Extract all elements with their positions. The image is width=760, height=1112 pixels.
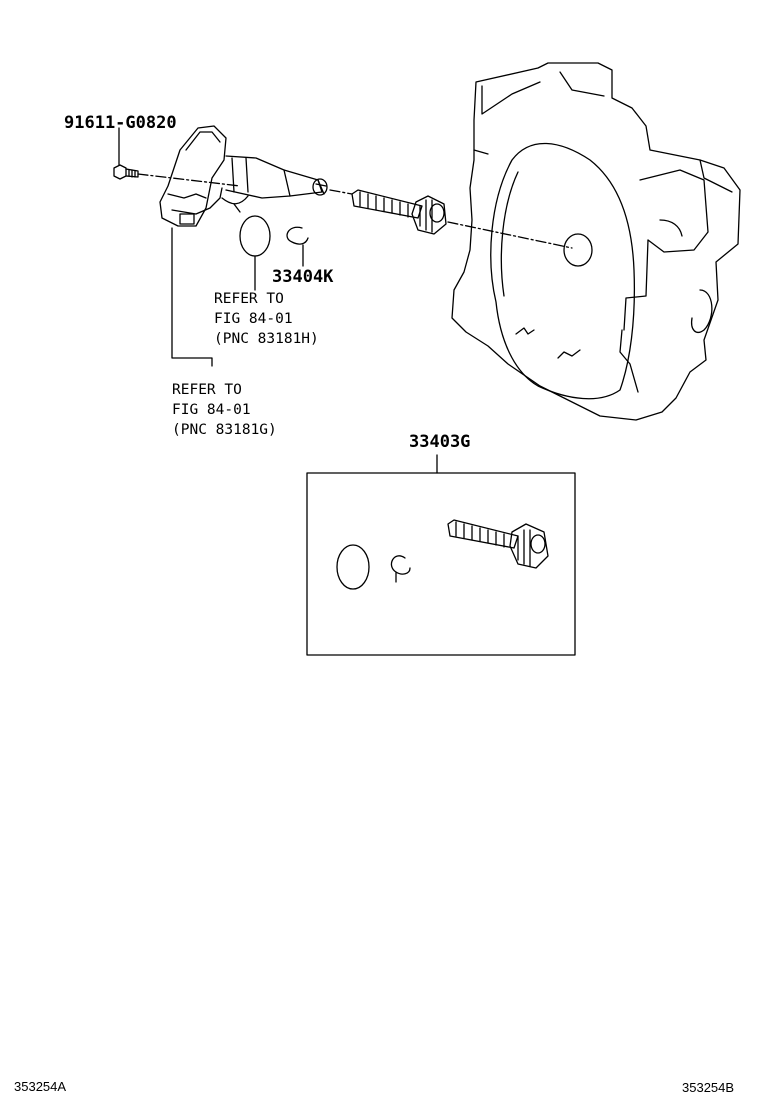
ref-line: REFER TO (214, 291, 284, 307)
ref-line: FIG 84-01 (214, 311, 293, 327)
ref-line: REFER TO (172, 382, 242, 398)
transmission-housing (451, 62, 741, 421)
footer-right-code: 353254B (682, 1080, 735, 1095)
clip-part-number: 33404K (272, 267, 334, 287)
clip-icon (286, 226, 309, 245)
ref-line: (PNC 83181G) (172, 422, 277, 438)
kit-part-number: 33403G (409, 432, 470, 452)
ref-line: FIG 84-01 (172, 402, 251, 418)
kit-clip-icon (390, 555, 411, 583)
speed-sensor-icon (159, 125, 328, 227)
kit-33403g-box (306, 454, 576, 656)
o-ring-icon (239, 215, 271, 257)
driven-gear-icon (351, 189, 447, 235)
ref-line: (PNC 83181H) (214, 331, 319, 347)
footer-left-code: 353254A (14, 1079, 67, 1094)
kit-driven-gear-icon (447, 519, 549, 569)
sensor-reference: REFER TO FIG 84-01 (PNC 83181G) (172, 382, 277, 438)
bolt-icon (113, 164, 139, 180)
kit-o-ring-icon (336, 544, 370, 590)
bolt-part-number: 91611-G0820 (64, 113, 177, 133)
o-ring-reference: REFER TO FIG 84-01 (PNC 83181H) (214, 291, 319, 347)
